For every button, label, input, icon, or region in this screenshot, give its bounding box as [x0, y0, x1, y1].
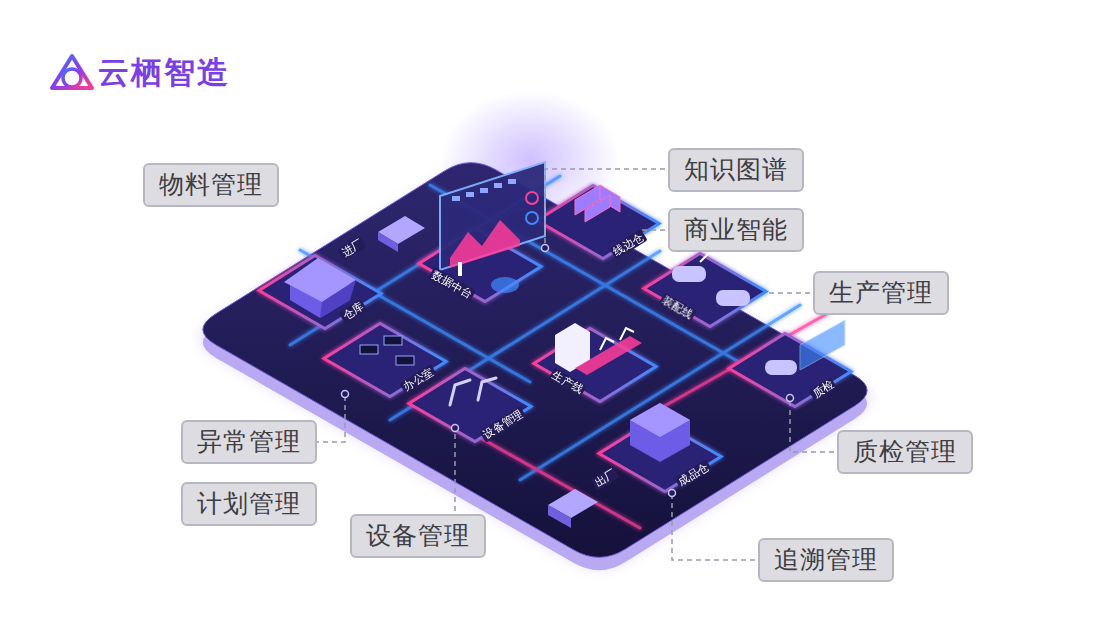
truck-side	[548, 505, 571, 528]
grid-cell	[480, 188, 488, 193]
desk	[360, 345, 378, 354]
robot-arm	[450, 380, 470, 405]
screen-chart	[450, 220, 520, 268]
robot-arm	[600, 328, 634, 350]
grid-cell	[452, 196, 460, 201]
quality-station	[765, 320, 845, 375]
callout-box: 商业智能	[668, 208, 804, 252]
leader-line	[642, 229, 665, 231]
logo-mark	[52, 56, 92, 88]
desk	[384, 336, 402, 345]
callout-text: 异常管理	[197, 429, 301, 455]
road	[520, 305, 800, 480]
leader-line	[790, 402, 834, 452]
grid-cell	[494, 183, 502, 188]
building-wall	[630, 403, 690, 462]
callout-text: 设备管理	[366, 523, 470, 549]
callout-box: 生产管理	[813, 271, 949, 315]
truck-side	[378, 232, 398, 252]
leader-line	[672, 497, 755, 560]
car	[672, 266, 706, 282]
desk	[396, 356, 414, 365]
grid-cell	[466, 192, 474, 197]
callout-box: 异常管理	[181, 420, 317, 464]
callout-text: 知识图谱	[684, 157, 788, 183]
logo-triangle	[52, 56, 92, 88]
leader-lines	[314, 169, 834, 560]
person	[458, 262, 462, 276]
callout-box: 追溯管理	[758, 538, 894, 582]
logo-ring	[63, 69, 81, 87]
leader-dot	[787, 395, 794, 402]
callout-text: 质检管理	[853, 439, 957, 465]
production-line	[555, 323, 642, 375]
truck-out	[548, 489, 598, 528]
platform	[537, 186, 659, 259]
callout-box: 物料管理	[143, 163, 279, 207]
screen-grid	[452, 179, 516, 201]
callout-box: 设备管理	[350, 514, 486, 558]
goods-warehouse	[630, 403, 690, 462]
leader-line	[454, 432, 456, 511]
platform	[534, 329, 656, 402]
assembly-cars	[672, 250, 750, 306]
leader-dot	[542, 245, 549, 252]
leader-line	[314, 398, 345, 442]
callout-text: 商业智能	[684, 217, 788, 243]
callout-box: 计划管理	[181, 482, 317, 526]
callout-text: 生产管理	[829, 280, 933, 306]
callout-text: 追溯管理	[774, 547, 878, 573]
leader-line	[765, 292, 810, 294]
leader-dot	[452, 425, 459, 432]
monitor	[800, 320, 845, 370]
screen-dial	[526, 212, 538, 224]
roads	[290, 176, 830, 528]
platform	[644, 254, 766, 327]
office	[360, 336, 414, 365]
brand-text: 云栖智造	[98, 54, 230, 90]
leader-dots	[342, 245, 794, 497]
leader-line	[545, 169, 665, 244]
robot-arm	[478, 378, 496, 400]
building-roof	[630, 403, 690, 437]
leader-dot	[342, 391, 349, 398]
callout-text: 计划管理	[197, 491, 301, 517]
equipment	[450, 378, 496, 405]
callout-box: 质检管理	[837, 430, 973, 474]
screen-dial	[526, 192, 538, 204]
platform	[259, 256, 381, 329]
data-beacon	[491, 277, 519, 293]
platform	[324, 324, 446, 397]
conveyor	[575, 336, 642, 375]
platforms	[259, 186, 851, 492]
car	[765, 360, 797, 375]
truck-in	[378, 216, 425, 252]
data-screen	[440, 162, 545, 293]
screen-panel	[440, 162, 545, 270]
grid-cell	[508, 179, 516, 184]
shelves	[575, 185, 620, 222]
leader-dot	[669, 490, 676, 497]
callout-box: 知识图谱	[668, 148, 804, 192]
brand-title: 云栖智造	[98, 53, 230, 91]
car	[716, 290, 750, 306]
callout-text: 物料管理	[159, 172, 263, 198]
shelf	[585, 195, 610, 222]
